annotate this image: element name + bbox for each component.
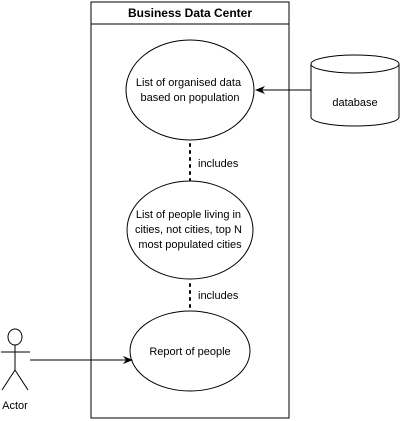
use-case-organised-data-line-1: List of organised data: [136, 77, 242, 89]
include-label-lower: includes: [198, 290, 239, 302]
actor-right-leg: [14, 369, 29, 391]
actor-left-leg: [1, 369, 16, 391]
use-case-organised-data[interactable]: List of organised data based on populati…: [125, 39, 255, 141]
include-label-upper: includes: [198, 158, 239, 170]
use-case-report-label: Report of people: [149, 346, 230, 358]
actor-label: Actor: [2, 400, 28, 412]
use-case-report-shape[interactable]: [129, 310, 251, 392]
actor-head: [7, 328, 23, 346]
use-case-report[interactable]: Report of people: [129, 310, 251, 392]
use-case-people-list[interactable]: List of people living in cities, not cit…: [126, 180, 254, 280]
use-case-people-list-line-3: most populated cities: [138, 239, 242, 251]
database[interactable]: database: [310, 54, 400, 127]
actor[interactable]: Actor: [1, 328, 30, 412]
actor-icon[interactable]: [1, 328, 30, 391]
use-case-organised-data-label: List of organised data based on populati…: [136, 77, 244, 104]
use-case-people-list-line-1: List of people living in: [136, 209, 241, 221]
system-title: Business Data Center: [128, 6, 252, 20]
include-relation-upper: includes: [189, 143, 239, 181]
database-top: [310, 54, 400, 74]
database-label: database: [332, 97, 377, 109]
include-relation-lower: includes: [189, 283, 239, 309]
use-case-people-list-line-2: cities, not cities, top N: [135, 224, 242, 236]
database-body[interactable]: [310, 64, 400, 127]
use-case-organised-data-shape[interactable]: [125, 39, 255, 141]
use-case-organised-data-line-2: based on population: [140, 92, 239, 104]
use-case-people-list-label: List of people living in cities, not cit…: [135, 209, 245, 251]
